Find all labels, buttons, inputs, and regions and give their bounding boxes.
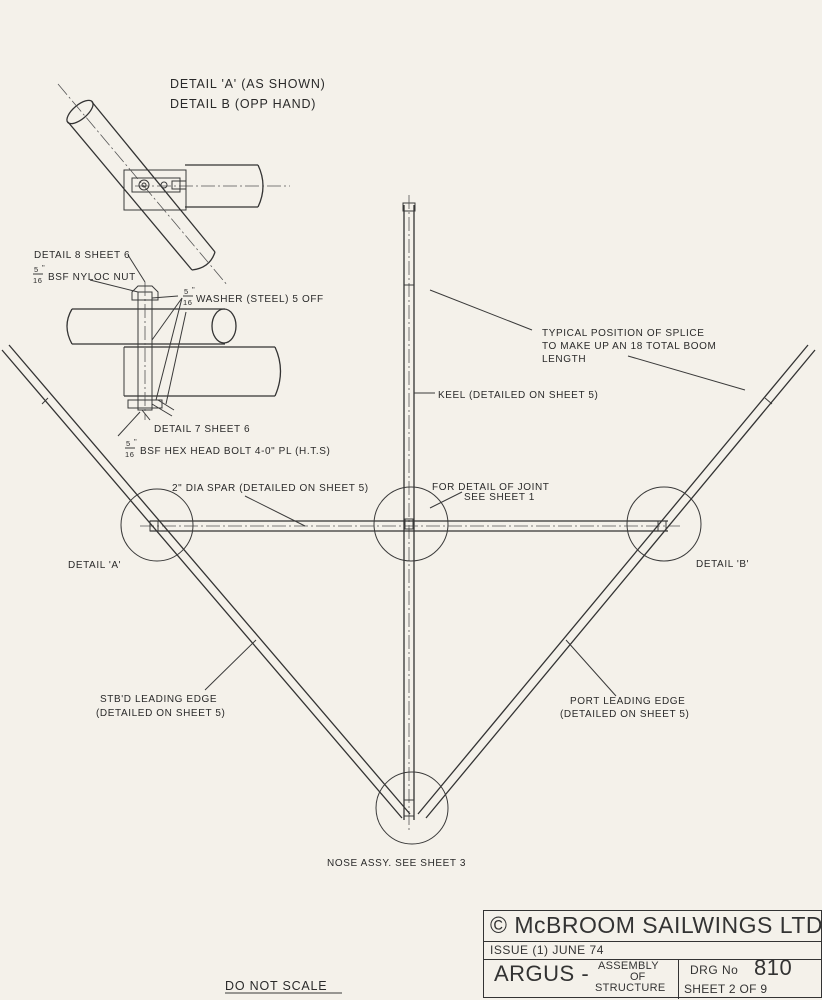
- svg-text:5: 5: [126, 439, 131, 448]
- detail-heading-a: DETAIL 'A' (AS SHOWN): [170, 77, 326, 91]
- label-detail-b: DETAIL 'B': [696, 559, 749, 570]
- label-washer: WASHER (STEEL) 5 OFF: [196, 294, 324, 305]
- company-name: © McBROOM SAILWINGS LTD: [490, 912, 822, 938]
- detail-a-section-view: [66, 282, 282, 420]
- svg-text:5: 5: [34, 265, 39, 274]
- label-nose: NOSE ASSY. SEE SHEET 3: [327, 858, 466, 869]
- svg-text:16: 16: [125, 450, 135, 459]
- issue-date: ISSUE (1) JUNE 74: [490, 943, 604, 957]
- label-nyloc-nut: BSF NYLOC NUT: [48, 272, 136, 283]
- label-port-1: PORT LEADING EDGE: [570, 696, 685, 707]
- label-washer-size: 5 16 ": [183, 285, 195, 307]
- drawing-number: 810: [754, 955, 793, 980]
- main-frame: [1, 195, 816, 845]
- label-keel: KEEL (DETAILED ON SHEET 5): [438, 390, 598, 401]
- description-2: OF: [630, 971, 646, 983]
- label-port-2: (DETAILED ON SHEET 5): [560, 709, 689, 720]
- description-1: ASSEMBLY: [598, 960, 659, 972]
- description-3: STRUCTURE: [595, 982, 666, 994]
- label-spar: 2" DIA SPAR (DETAILED ON SHEET 5): [172, 483, 369, 494]
- sheet-number: SHEET 2 OF 9: [684, 982, 768, 996]
- label-detail-7: DETAIL 7 SHEET 6: [154, 424, 250, 435]
- svg-text:16: 16: [183, 298, 193, 307]
- svg-text:": ": [192, 285, 195, 294]
- label-nut-size: 5 16 ": [33, 263, 45, 285]
- label-stbd-2: (DETAILED ON SHEET 5): [96, 708, 225, 719]
- drawing-number-label: DRG No: [690, 963, 739, 977]
- label-do-not-scale: DO NOT SCALE: [225, 979, 327, 993]
- label-detail-a: DETAIL 'A': [68, 560, 121, 571]
- detail-heading-b: DETAIL B (OPP HAND): [170, 97, 316, 111]
- svg-text:": ": [134, 437, 137, 446]
- label-splice-1: TYPICAL POSITION OF SPLICE: [542, 328, 705, 339]
- leader-lines: [89, 254, 746, 697]
- label-detail-8: DETAIL 8 SHEET 6: [34, 250, 130, 261]
- label-joint-2: SEE SHEET 1: [464, 492, 535, 503]
- svg-text:": ": [42, 263, 45, 272]
- label-splice-2: TO MAKE UP AN 18 TOTAL BOOM: [542, 341, 716, 352]
- label-joint-1: FOR DETAIL OF JOINT: [432, 482, 550, 493]
- detail-a-upper-view: [57, 83, 290, 287]
- label-bolt-size: 5 16 ": [125, 437, 137, 459]
- title-block: © McBROOM SAILWINGS LTD ISSUE (1) JUNE 7…: [483, 910, 822, 999]
- svg-text:5: 5: [184, 287, 189, 296]
- label-splice-3: LENGTH: [542, 354, 586, 365]
- label-stbd-1: STB'D LEADING EDGE: [100, 694, 217, 705]
- project-name: ARGUS -: [494, 961, 590, 986]
- svg-text:16: 16: [33, 276, 43, 285]
- label-bolt: BSF HEX HEAD BOLT 4-0" PL (H.T.S): [140, 446, 330, 457]
